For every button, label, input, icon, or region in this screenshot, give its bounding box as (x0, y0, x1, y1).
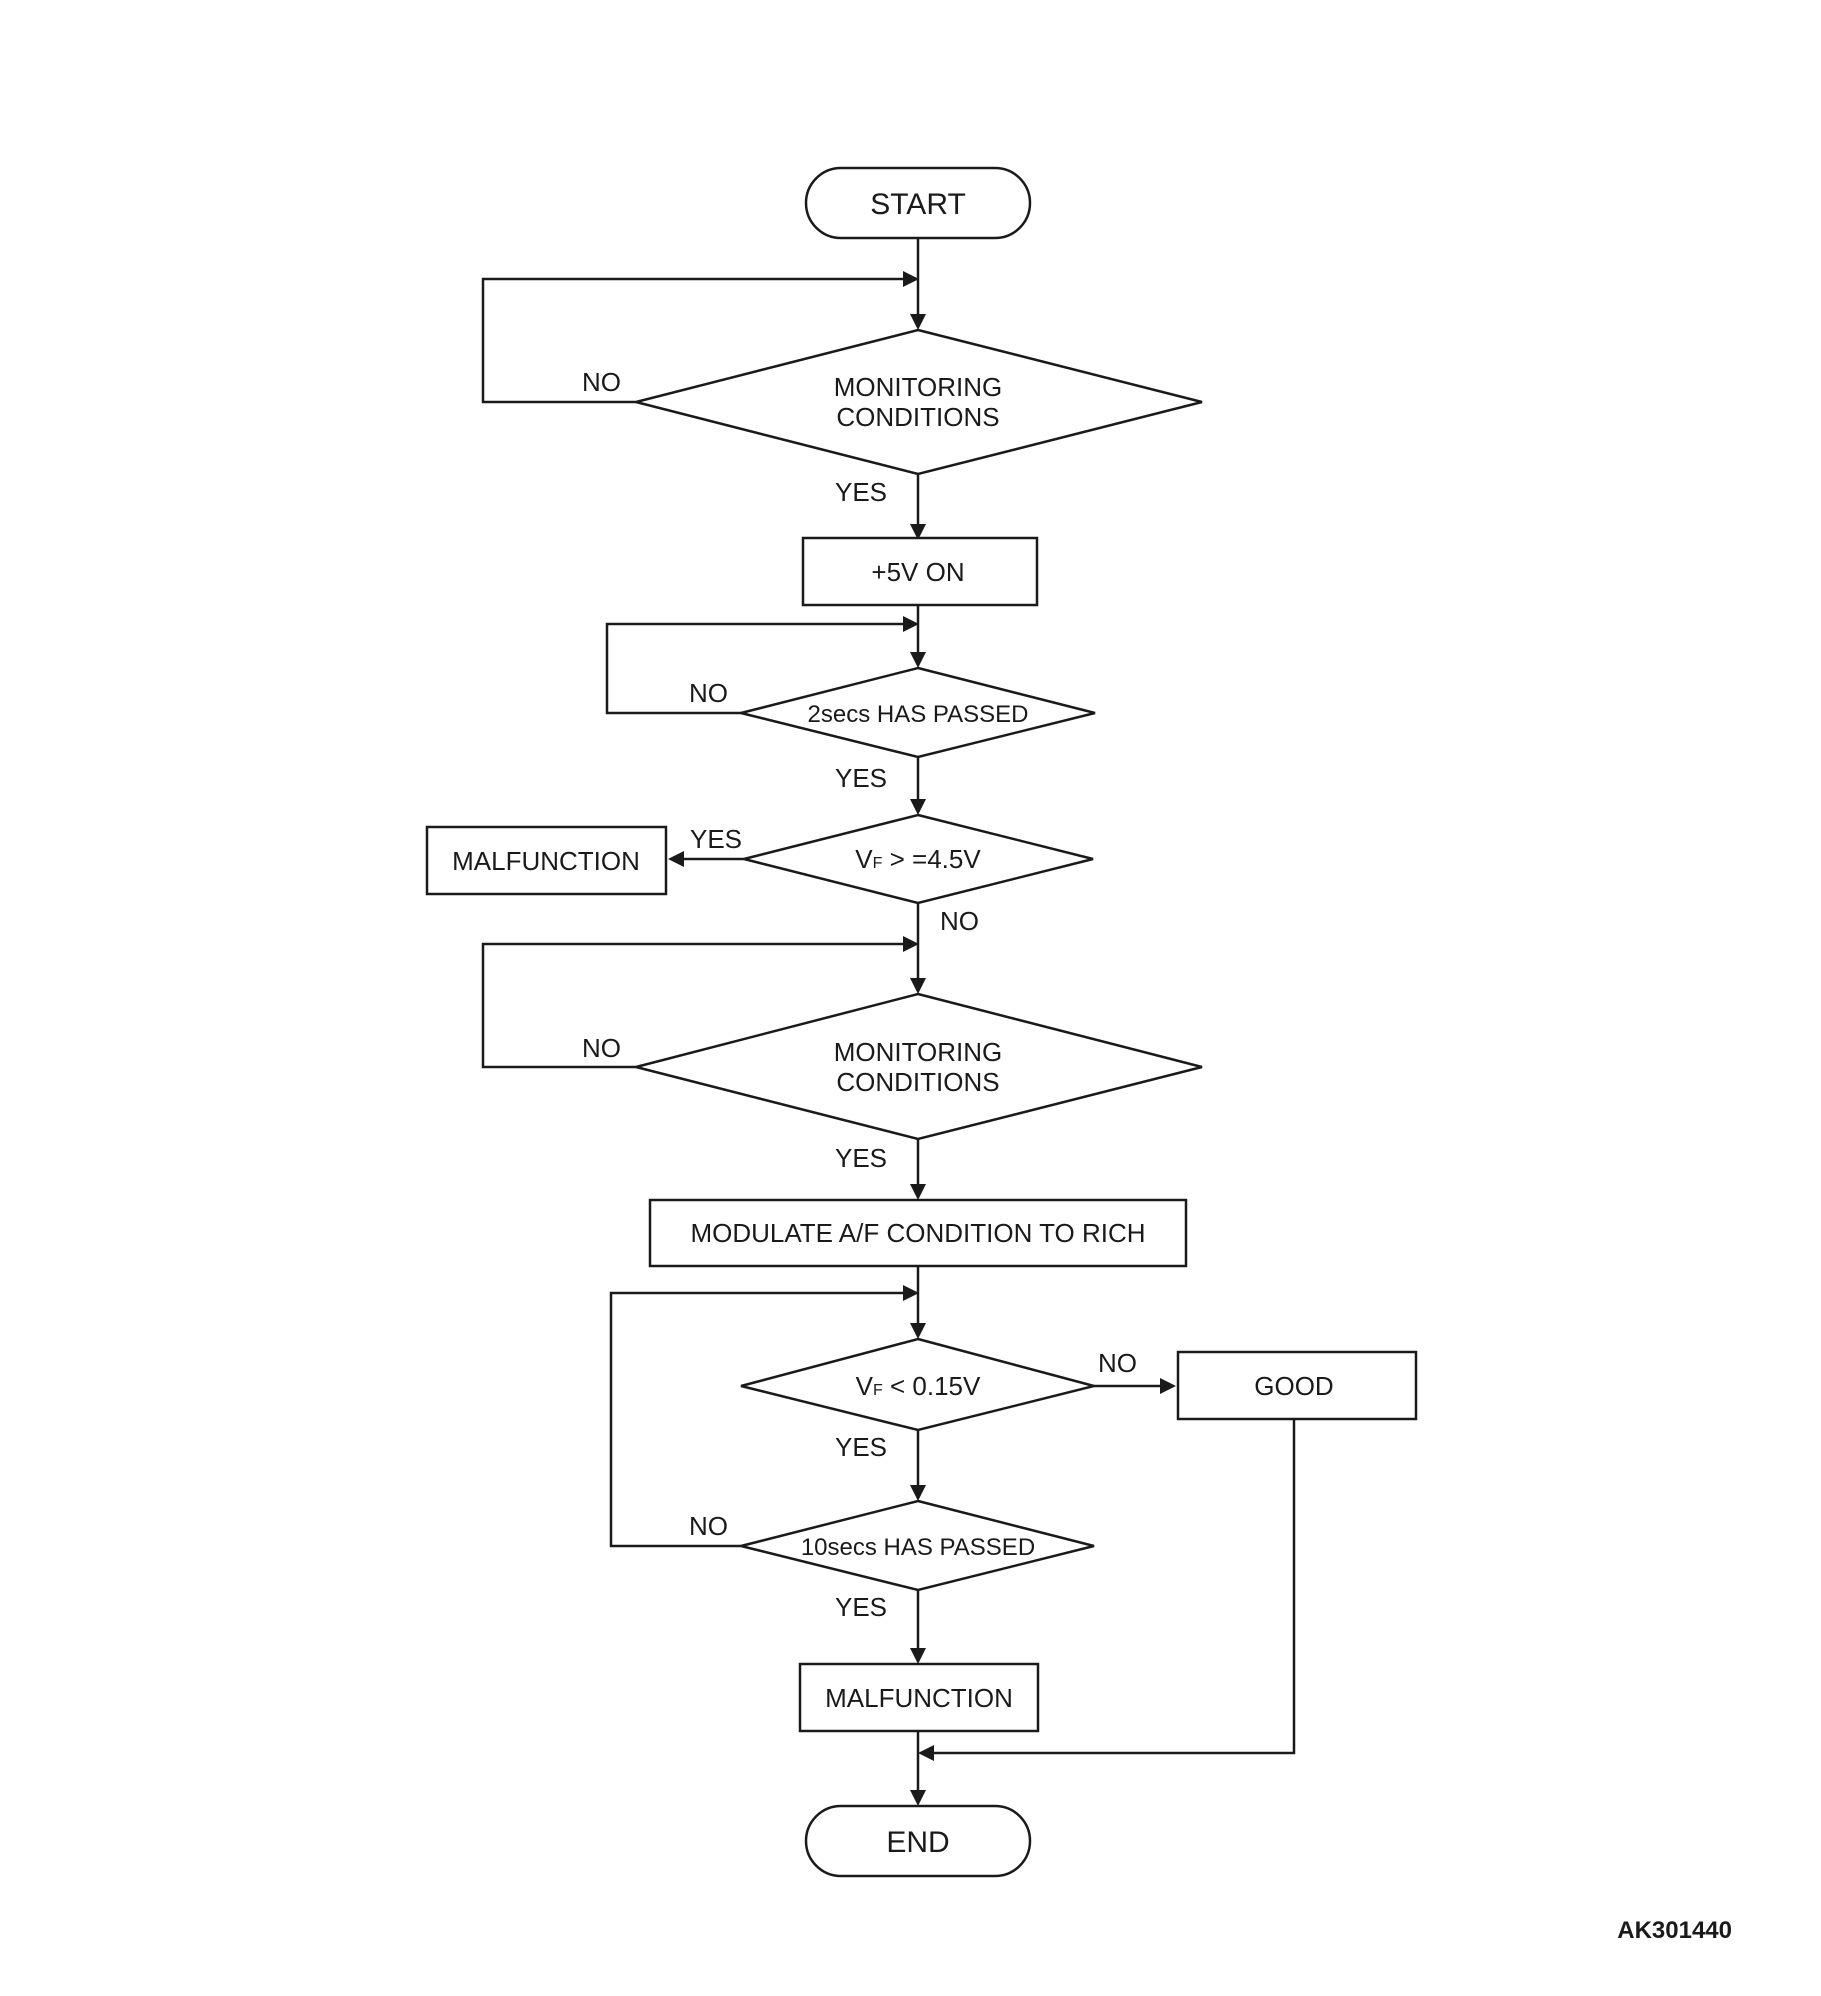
vf-low-condition: < 0.15V (883, 1371, 981, 1401)
vf-low-subscript: F (873, 1382, 883, 1399)
arrowhead (910, 1184, 926, 1200)
process-shape (648, 1198, 1188, 1268)
node-monitoring-2: MONITORING CONDITIONS (635, 992, 1203, 1141)
monitoring-1-no-label: NO (582, 367, 621, 397)
monitoring-2-no-label: NO (582, 1033, 621, 1063)
monitoring-2-yes-label: YES (835, 1143, 887, 1173)
modulate-label: MODULATE A/F CONDITION TO RICH (690, 1218, 1145, 1248)
arrowhead (903, 1285, 919, 1301)
arrowhead (910, 524, 926, 540)
wait-10secs-no-label: NO (689, 1511, 728, 1541)
edge-monitoring-1-no-loop (481, 277, 905, 404)
node-end: END (804, 1804, 1032, 1878)
arrowhead (910, 1485, 926, 1501)
arrowhead (903, 271, 919, 287)
arrowhead (910, 978, 926, 994)
arrowhead (910, 652, 926, 668)
arrowhead (1160, 1378, 1176, 1394)
process-shape (801, 536, 1039, 607)
plus5v-on-label: +5V ON (871, 557, 964, 587)
node-good: GOOD (1176, 1350, 1418, 1421)
monitoring-2-label-line1: MONITORING (834, 1037, 1003, 1067)
terminator-shape (804, 166, 1032, 240)
monitoring-1-label-line1: MONITORING (834, 372, 1003, 402)
node-malfunction-bottom: MALFUNCTION (798, 1662, 1040, 1733)
vf-high-v: V (855, 844, 873, 874)
node-monitoring-1: MONITORING CONDITIONS (635, 328, 1203, 476)
reference-code: AK301440 (1617, 1917, 1732, 1944)
connectors (481, 238, 1296, 1806)
node-malfunction-left: MALFUNCTION (425, 825, 668, 896)
decision-shape (740, 1337, 1099, 1432)
vf-low-label: VF < 0.15V (856, 1371, 981, 1401)
arrowhead (918, 1745, 934, 1761)
malfunction-left-label: MALFUNCTION (452, 846, 640, 876)
arrowhead (910, 1323, 926, 1339)
wait-2secs-yes-label: YES (835, 763, 887, 793)
edge-10secs-no-loop (609, 1291, 905, 1548)
process-shape (425, 825, 668, 896)
monitoring-1-label-line2: CONDITIONS (836, 402, 999, 432)
process-shape (798, 1662, 1040, 1733)
vf-low-yes-label: YES (835, 1432, 887, 1462)
node-wait-10secs: 10secs HAS PASSED (740, 1499, 1095, 1592)
decision-shape (635, 992, 1203, 1141)
terminator-shape (804, 1804, 1032, 1878)
vf-low-no-label: NO (1098, 1348, 1137, 1378)
arrowhead (910, 314, 926, 330)
vf-high-yes-label: YES (690, 824, 742, 854)
wait-10secs-label: 10secs HAS PASSED (801, 1534, 1035, 1561)
edge-labels: NO YES NO YES YES NO NO YES NO YES NO YE… (582, 367, 1137, 1622)
good-label: GOOD (1254, 1371, 1333, 1401)
node-start: START (804, 166, 1032, 240)
arrowhead (910, 1648, 926, 1664)
node-vf-high: VF > =4.5V (743, 813, 1094, 905)
edge-good-to-end (932, 1419, 1296, 1755)
vf-low-v: V (856, 1371, 874, 1401)
arrowhead (910, 1790, 926, 1806)
node-vf-low: VF < 0.15V (740, 1337, 1099, 1432)
wait-2secs-no-label: NO (689, 678, 728, 708)
edge-monitoring-2-no-loop (481, 942, 905, 1069)
decision-shape (740, 1499, 1095, 1592)
malfunction-bottom-label: MALFUNCTION (825, 1683, 1013, 1713)
vf-high-label: VF > =4.5V (855, 844, 981, 874)
vf-high-condition: > =4.5V (882, 844, 981, 874)
end-label: END (886, 1826, 949, 1859)
wait-2secs-label: 2secs HAS PASSED (808, 701, 1029, 728)
arrowhead (910, 799, 926, 815)
wait-10secs-yes-label: YES (835, 1592, 887, 1622)
arrowhead (668, 851, 684, 867)
node-modulate: MODULATE A/F CONDITION TO RICH (648, 1198, 1188, 1268)
monitoring-2-label-line2: CONDITIONS (836, 1067, 999, 1097)
node-wait-2secs: 2secs HAS PASSED (740, 666, 1096, 759)
monitoring-1-yes-label: YES (835, 477, 887, 507)
node-plus5v-on: +5V ON (801, 536, 1039, 607)
arrowhead (903, 616, 919, 632)
edge-2secs-no-loop (605, 622, 905, 715)
arrowhead (903, 936, 919, 952)
start-label: START (870, 188, 966, 221)
decision-shape (740, 666, 1096, 759)
process-shape (1176, 1350, 1418, 1421)
vf-high-no-label: NO (940, 906, 979, 936)
vf-high-subscript: F (873, 855, 883, 872)
decision-shape (743, 813, 1094, 905)
decision-shape (635, 328, 1203, 476)
